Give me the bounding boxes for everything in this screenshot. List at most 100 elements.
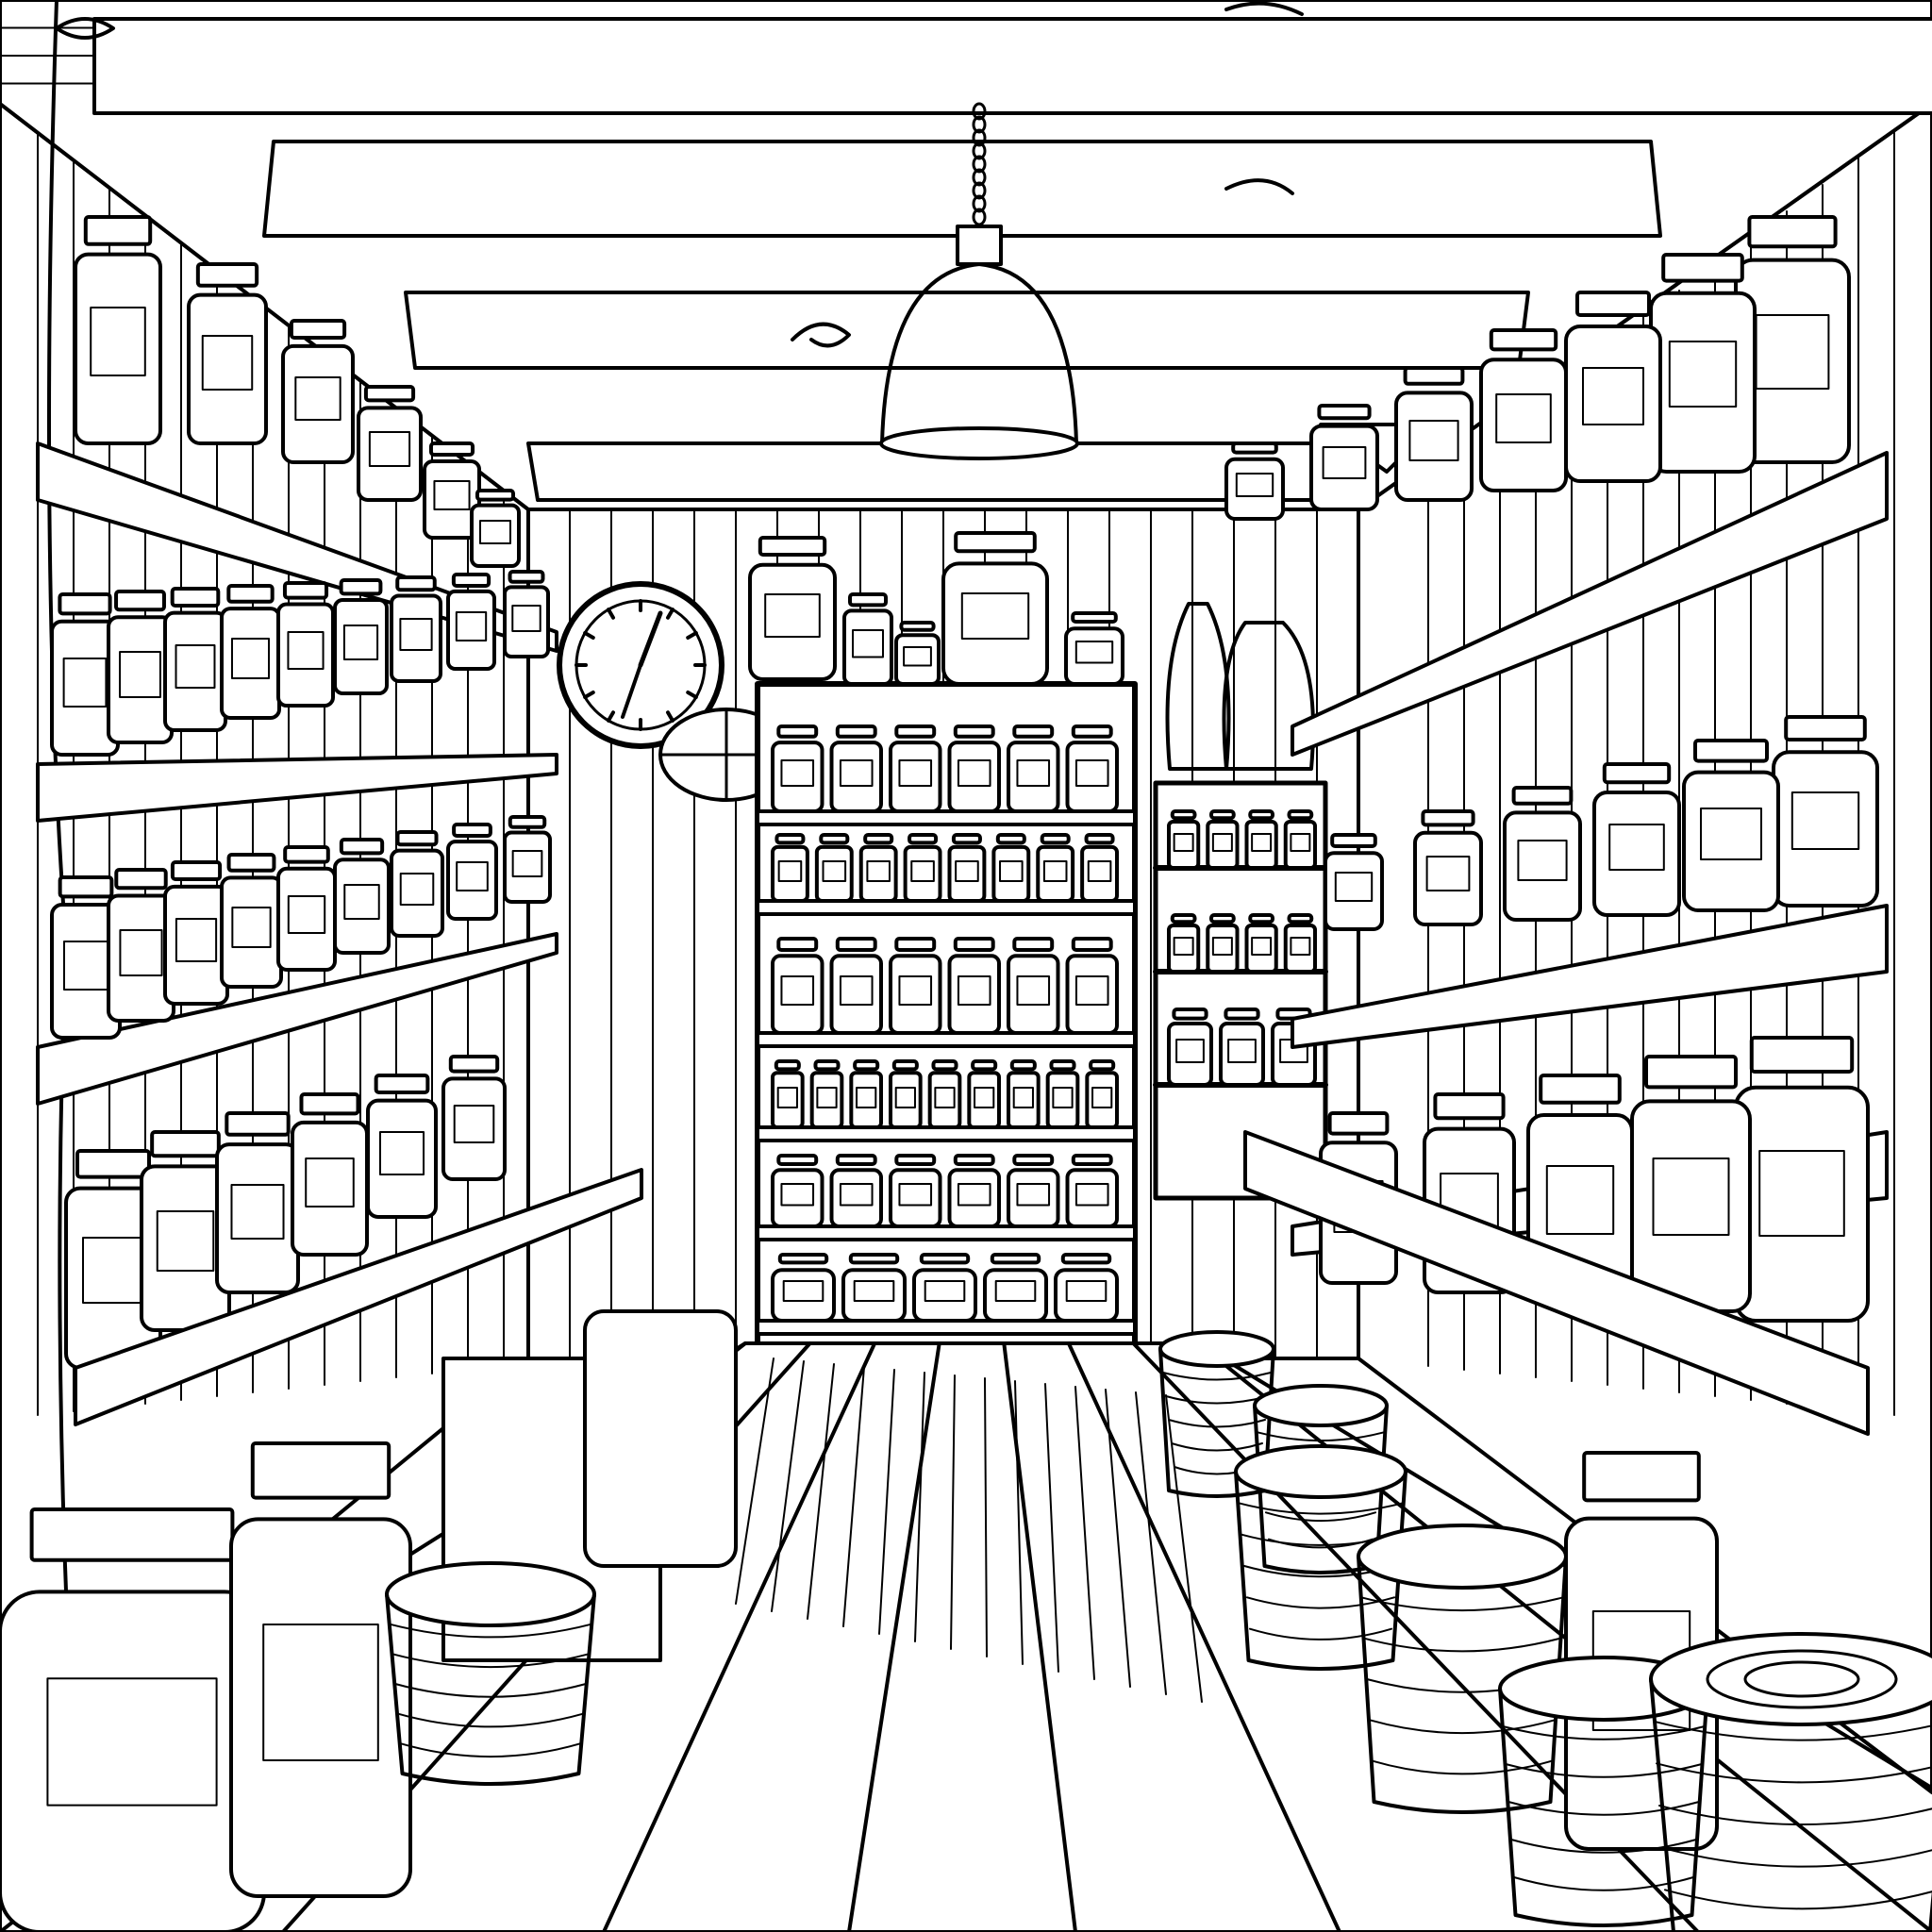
jar-lid (1752, 1038, 1852, 1072)
jar-body (278, 605, 333, 706)
basket-weave (1511, 1840, 1696, 1853)
chain-link (974, 183, 985, 198)
jar-lid (173, 589, 219, 606)
right-shelf-board (1292, 453, 1887, 755)
jar-label (1583, 368, 1643, 425)
jar-lid (896, 939, 934, 950)
basket-weave (1370, 1720, 1555, 1733)
jar-body (368, 1101, 436, 1217)
jar-body (943, 563, 1047, 684)
jar-label (1017, 976, 1049, 1005)
basket-weave (1506, 1764, 1702, 1777)
wood-grain (772, 1361, 804, 1611)
jar-lid (285, 847, 328, 862)
jar-body (896, 635, 939, 684)
right-counter (1245, 1132, 1868, 1434)
jar-label (781, 1184, 813, 1206)
jar-lid (954, 835, 980, 842)
clock-tick (585, 633, 593, 638)
jar-lid (1063, 1255, 1109, 1262)
basket-weave (1364, 1639, 1560, 1652)
basket-weave (1172, 1443, 1262, 1451)
jar-lid (1211, 811, 1234, 818)
jar-lid (776, 1061, 799, 1069)
jar-lid (1074, 939, 1111, 950)
jar-label (1291, 938, 1309, 955)
jar-lid (1173, 915, 1195, 922)
jar-lid (1074, 726, 1111, 737)
jar-lid (173, 862, 220, 879)
wood-grain (1075, 1387, 1094, 1679)
basket-contents (1707, 1651, 1896, 1707)
jar-label (1053, 1088, 1072, 1108)
right-shelf-board (1292, 906, 1887, 1047)
jar-body (1008, 1170, 1058, 1226)
jar-body (950, 956, 1000, 1033)
jar-body (950, 1170, 1000, 1226)
jar-lid (1074, 1156, 1111, 1164)
jar-label (765, 594, 820, 637)
jar-label (263, 1624, 378, 1760)
jar-lid (992, 1255, 1039, 1262)
lamp-shade (882, 264, 1076, 443)
wood-grain (985, 1378, 987, 1657)
jar-label (120, 652, 160, 697)
chain-link (974, 130, 985, 145)
jar-body (231, 1519, 410, 1896)
jar-lid (285, 583, 326, 598)
jar-body (1068, 956, 1118, 1033)
jar-lid (760, 538, 824, 555)
jar-lid (228, 586, 272, 602)
clock-tick (668, 712, 673, 721)
jar-body (1566, 326, 1660, 481)
jar-body (1311, 426, 1377, 509)
jar-lid (1014, 1156, 1052, 1164)
jar-label (855, 1281, 894, 1301)
jar-label (120, 930, 161, 975)
jar-body (812, 1073, 842, 1127)
basket-weave (1662, 1848, 1932, 1867)
basket-weave (1250, 1629, 1391, 1640)
jar-lid (341, 840, 382, 853)
jar-body (985, 1270, 1046, 1321)
clock-tick (688, 633, 696, 638)
jar-label (295, 377, 340, 420)
jar-lid (1173, 811, 1195, 818)
wood-knot (792, 325, 849, 346)
clock-hand (641, 613, 660, 665)
basket-weave (1361, 1597, 1563, 1610)
chain-link (974, 143, 985, 158)
jar-lid (116, 870, 165, 888)
jar-body (1736, 1088, 1868, 1321)
jar-label (853, 630, 883, 658)
jar-label (1252, 938, 1271, 955)
jar-body (448, 841, 496, 919)
jar-lid (1250, 811, 1273, 818)
jar-lid (1786, 717, 1865, 740)
jar-lid (116, 591, 164, 609)
jar-body (1048, 1073, 1078, 1127)
jar-lid (454, 575, 489, 586)
jar-label (904, 647, 931, 666)
jar-lid (1491, 330, 1556, 349)
jar-label (1228, 1040, 1256, 1062)
jar-body (1594, 792, 1679, 915)
jar-lid (778, 939, 816, 950)
jar-body (773, 742, 823, 811)
jar-body (1082, 847, 1117, 901)
jar-label (455, 1106, 494, 1142)
jar-body (1008, 956, 1058, 1033)
wood-grain (1106, 1390, 1130, 1687)
jar-body (773, 956, 823, 1033)
lamp-rim (881, 428, 1077, 458)
jar-body (1066, 628, 1123, 684)
jar-label (1076, 641, 1112, 663)
jar-lid (1290, 915, 1312, 922)
jar-lid (1423, 811, 1473, 824)
basket-weave (1654, 1722, 1932, 1740)
jar-label (899, 976, 931, 1005)
jar-label (176, 919, 216, 961)
jar-body (832, 742, 882, 811)
jar-body (832, 1170, 882, 1226)
jar-lid (86, 217, 150, 244)
